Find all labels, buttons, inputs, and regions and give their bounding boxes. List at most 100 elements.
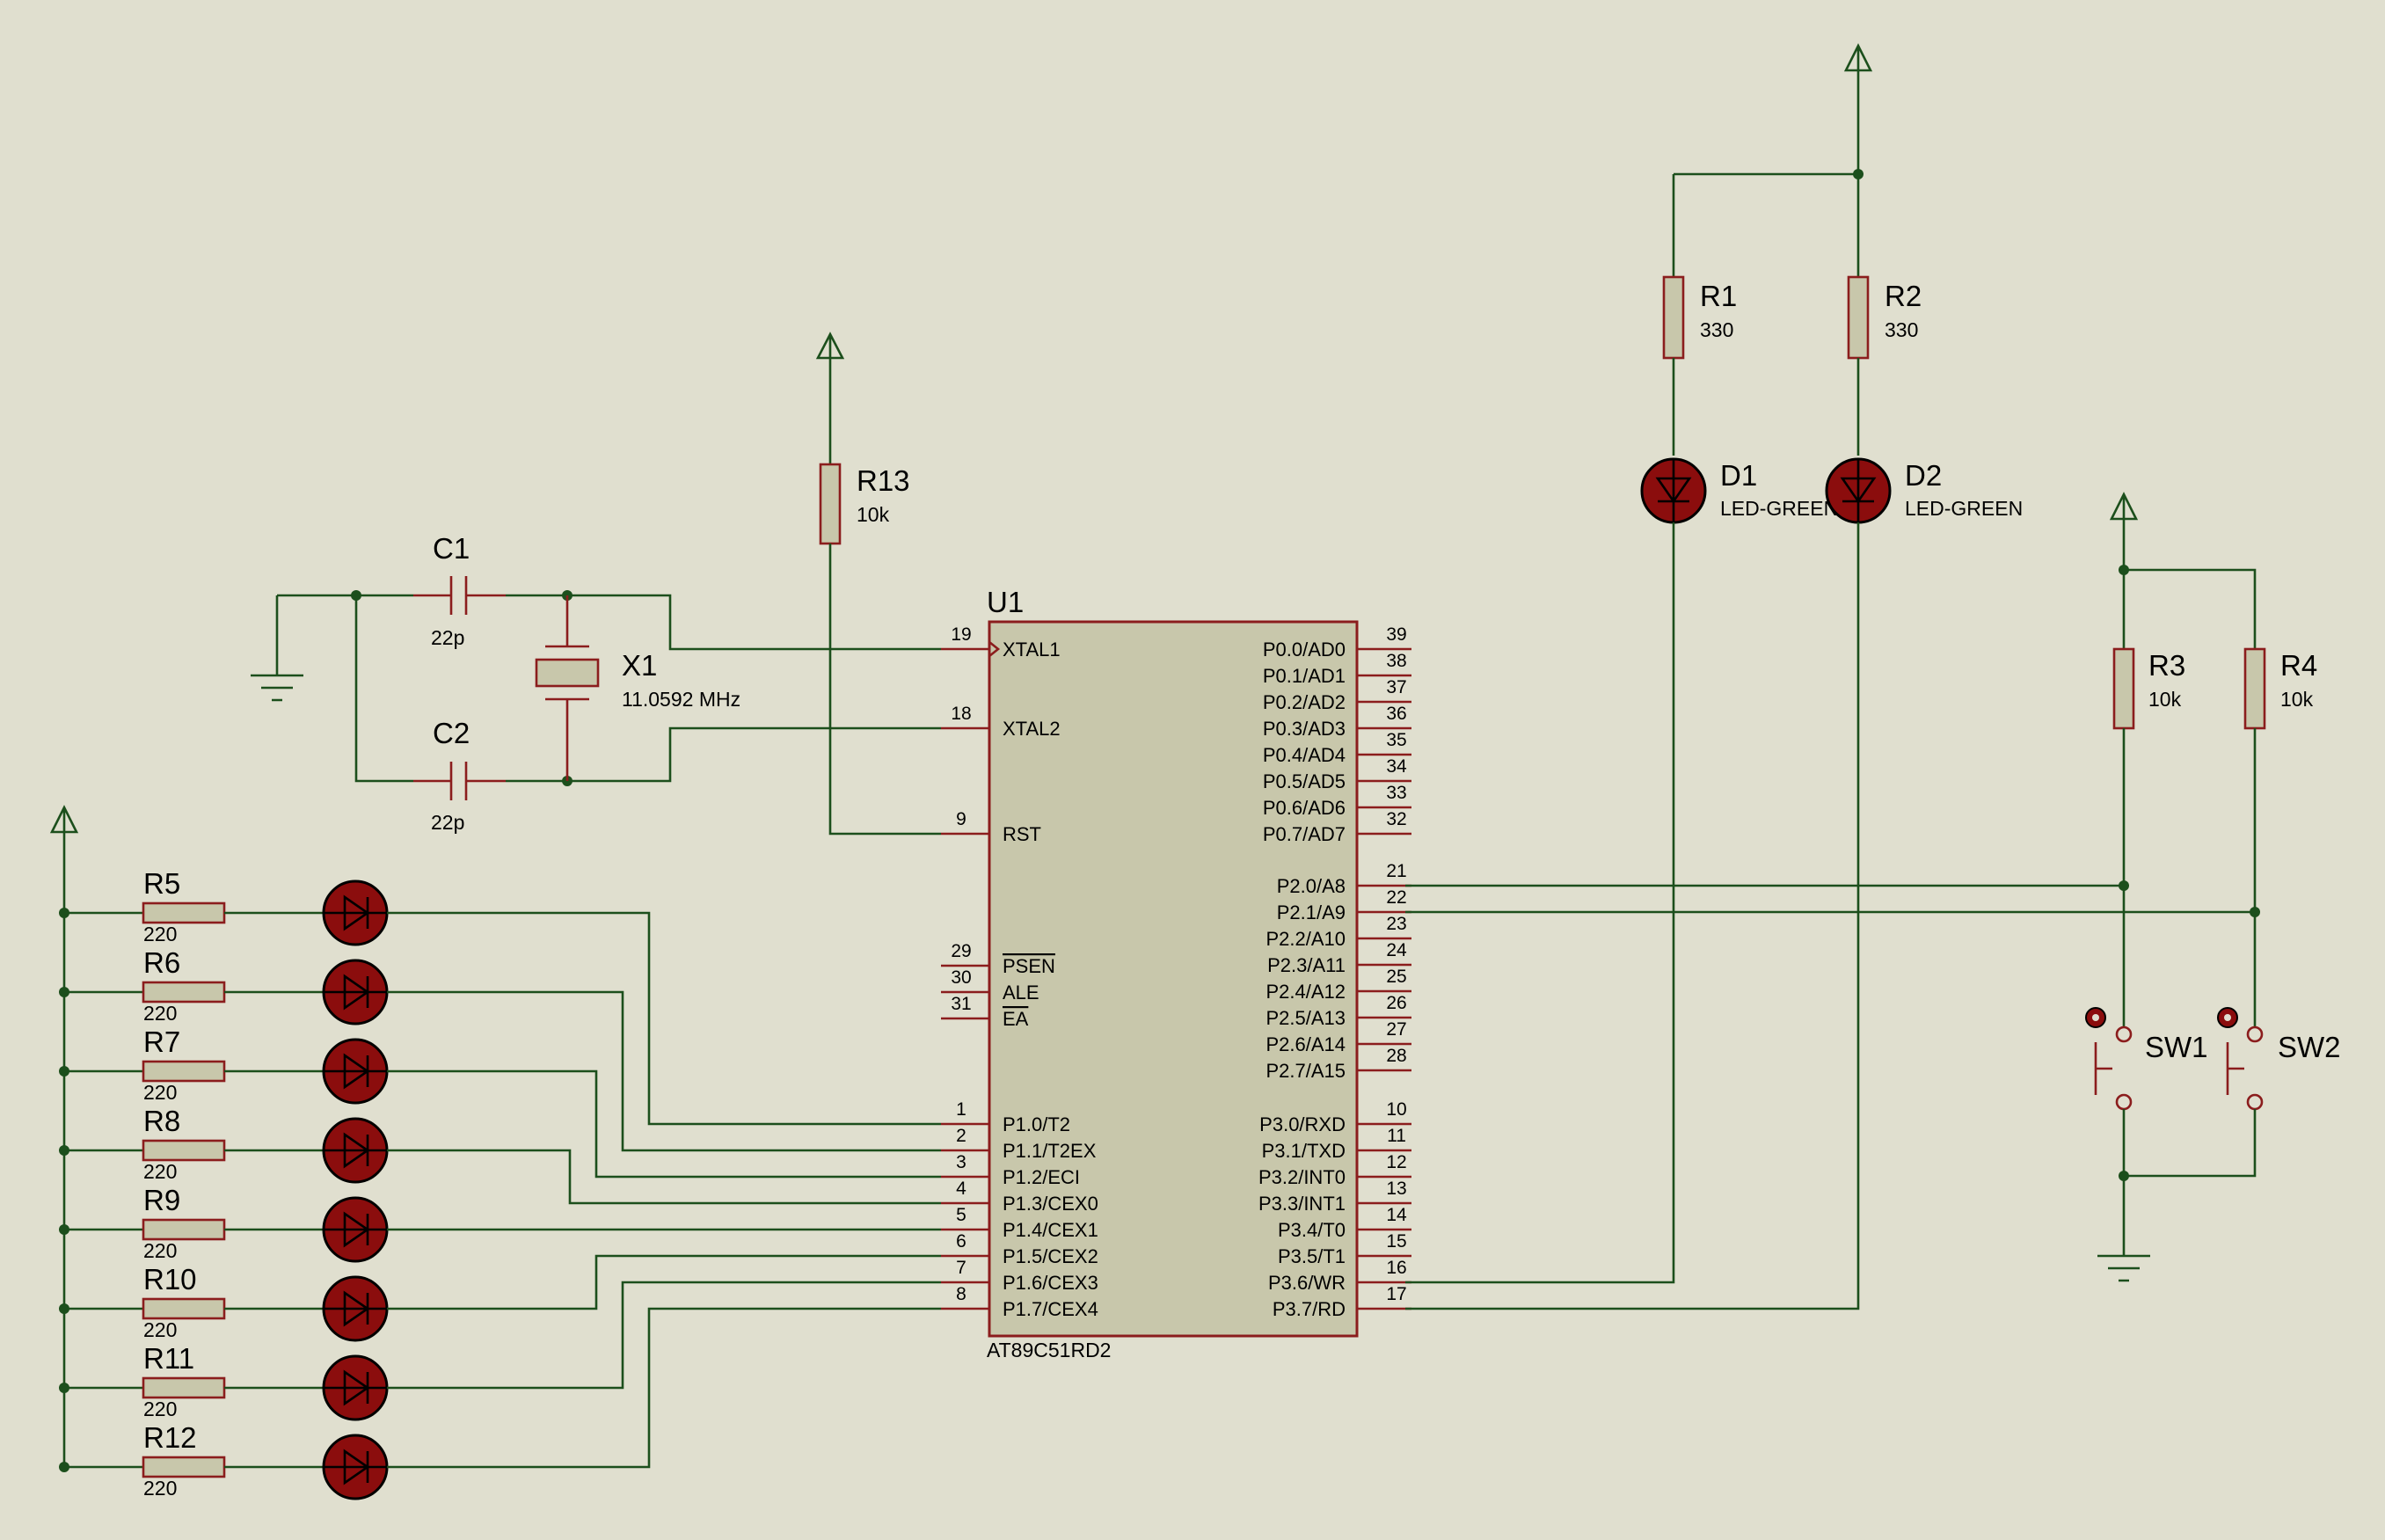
pushbutton-sw1[interactable]: SW1 (2085, 1007, 2208, 1111)
resistor-value: 220 (143, 1318, 177, 1341)
pin-number: 12 (1386, 1152, 1406, 1172)
pin-label: P0.0/AD0 (1263, 639, 1346, 661)
power-symbol (2109, 492, 2139, 521)
pin-number: 28 (1386, 1046, 1406, 1066)
wire (387, 1281, 941, 1390)
u1-pin-left: 5P1.4/CEX1 (941, 1205, 1098, 1241)
pin-number: 2 (956, 1126, 966, 1146)
r1-ref: R1 (1700, 280, 1737, 312)
pin-label: P3.2/INT0 (1258, 1166, 1346, 1188)
u1-left-pins: 19XTAL118XTAL29RST29PSEN30ALE31EA1P1.0/T… (941, 624, 1098, 1320)
resistor-value: 220 (143, 1160, 177, 1183)
pushbutton-sw2[interactable]: SW2 (2217, 1007, 2341, 1111)
d1-value: LED-GREEN (1720, 497, 1838, 520)
wire (506, 726, 941, 783)
ground-symbol (251, 674, 303, 702)
c1-ref: C1 (433, 532, 470, 565)
wire (828, 544, 941, 836)
resistor-r3: R3 10k (2112, 647, 2185, 730)
resistor-r4: R4 10k (2243, 647, 2317, 730)
pin-number: 4 (956, 1179, 966, 1199)
pin-label: P1.2/ECI (1003, 1166, 1080, 1188)
junction (351, 590, 361, 601)
pin-number: 1 (956, 1099, 966, 1120)
resistor (142, 1139, 226, 1162)
led (322, 959, 389, 1025)
pin-number: 32 (1386, 809, 1406, 829)
pin-number: 15 (1386, 1231, 1406, 1252)
resistor (142, 1060, 226, 1083)
junction (2119, 880, 2129, 891)
led-bar-rows: R5220R6220R7220R8220R9220R10220R11220R12… (59, 867, 941, 1500)
resistor-value: 220 (143, 1477, 177, 1500)
pin-label: P3.3/INT1 (1258, 1193, 1346, 1215)
pin-number: 11 (1387, 1126, 1406, 1146)
u1-pin-left: 1P1.0/T2 (941, 1099, 1070, 1135)
resistor-ref: R9 (143, 1184, 180, 1216)
resistor-value: 220 (143, 923, 177, 945)
pin-label: P3.6/WR (1268, 1272, 1346, 1294)
pin-number: 17 (1386, 1284, 1406, 1304)
pin-label: P0.2/AD2 (1263, 691, 1346, 713)
pin-number: 22 (1386, 887, 1406, 908)
led-bar-circuit: R5220R6220R7220R8220R9220R10220R11220R12… (49, 805, 941, 1500)
pin-label: P3.5/T1 (1278, 1245, 1346, 1267)
pin-label: XTAL2 (1003, 718, 1061, 740)
ground-symbol (2097, 1254, 2150, 1282)
x1-ref: X1 (622, 649, 657, 682)
sw2-ref: SW2 (2278, 1031, 2341, 1063)
resistor (142, 901, 226, 924)
pin-number: 30 (951, 967, 971, 988)
r2-ref: R2 (1885, 280, 1922, 312)
pin-label: ALE (1003, 982, 1039, 1004)
pin-label: P1.5/CEX2 (1003, 1245, 1098, 1267)
r4-value: 10k (2280, 688, 2314, 711)
led-d1: D1 LED-GREEN (1640, 457, 1838, 524)
r3-ref: R3 (2148, 649, 2185, 682)
pin-number: 23 (1386, 914, 1406, 934)
d2-ref: D2 (1905, 459, 1942, 492)
r3-value: 10k (2148, 688, 2182, 711)
pin-number: 39 (1386, 624, 1406, 645)
pin-label: P3.7/RD (1273, 1298, 1346, 1320)
u1-pin-left: 6P1.5/CEX2 (941, 1231, 1098, 1267)
led (322, 1196, 389, 1263)
led (322, 1117, 389, 1184)
pin-number: 8 (956, 1284, 966, 1304)
u1-part: AT89C51RD2 (987, 1339, 1111, 1361)
r13-ref: R13 (857, 464, 910, 497)
power-symbol (815, 332, 845, 360)
pin-number: 21 (1386, 861, 1406, 881)
pin-label: P1.0/T2 (1003, 1113, 1070, 1135)
wire (506, 594, 941, 651)
resistor-r2: R2 330 (1847, 275, 1922, 360)
resistor-ref: R6 (143, 946, 180, 979)
power-symbol (49, 805, 79, 834)
pin-number: 25 (1386, 967, 1406, 987)
pin-label: P1.1/T2EX (1003, 1140, 1097, 1162)
c2-ref: C2 (433, 717, 470, 749)
u1-pin-left: 4P1.3/CEX0 (941, 1179, 1098, 1215)
resistor-value: 220 (143, 1398, 177, 1420)
pin-number: 5 (956, 1205, 966, 1225)
x1-value: 11.0592 MHz (622, 688, 740, 711)
wire (387, 1254, 941, 1310)
wire (1405, 884, 2255, 914)
pin-label: P1.3/CEX0 (1003, 1193, 1098, 1215)
led (322, 1038, 389, 1105)
